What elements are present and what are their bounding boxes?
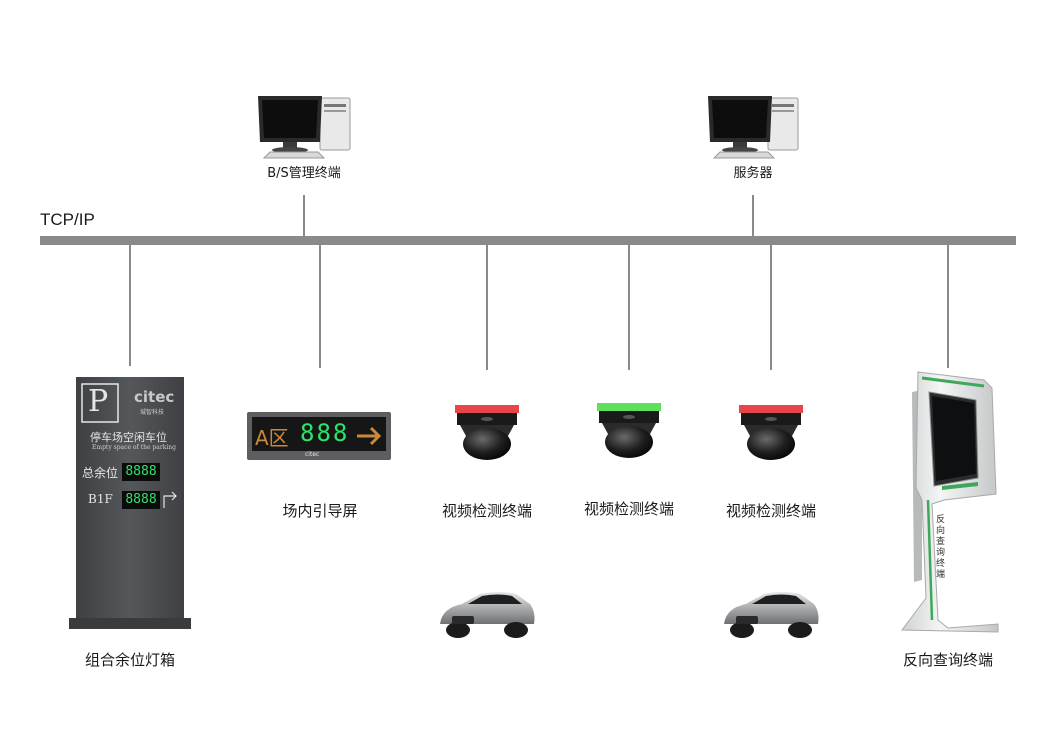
combo-sign-row2-value: 8888 [122, 491, 160, 509]
video-terminal-2-device [597, 403, 661, 458]
tcpip-label: TCP/IP [40, 210, 95, 229]
server-label: 服务器 [733, 166, 773, 181]
query-terminal-label: 反向查询终端 [902, 651, 994, 669]
tcpip-bus [40, 236, 1016, 245]
video-terminal-1-label: 视频检测终端 [441, 502, 533, 520]
parking-symbol: P [88, 384, 109, 419]
combo-sign-row1-label: 总余位 [82, 466, 119, 480]
car-2-icon [724, 592, 819, 638]
video-terminal-3-device [739, 405, 803, 460]
guide-screen-label: 场内引导屏 [282, 502, 358, 520]
combo-sign-brand-sub: 城智科技 [140, 409, 165, 416]
video-terminal-3-label: 视频检测终端 [725, 502, 817, 520]
guide-screen-zone: A区 [255, 426, 289, 450]
query-kiosk-body [901, 371, 999, 633]
video-terminal-2-label: 视频检测终端 [583, 500, 675, 518]
combo-sign-title-en: Empty space of the parking [92, 444, 176, 451]
combo-sign-label: 组合余位灯箱 [84, 651, 176, 669]
bs-terminal-label: B/S管理终端 [267, 166, 341, 181]
combo-sign-row2-label: B1F [88, 492, 113, 506]
combo-sign-brand: citec [134, 388, 175, 406]
server-pc-icon [708, 96, 799, 159]
video-terminal-1-device [455, 405, 519, 460]
guide-screen-brand: citec [305, 451, 320, 458]
bs-terminal-pc-icon [258, 96, 351, 159]
guide-screen-body [247, 412, 391, 460]
combo-sign-row1-value: 8888 [122, 463, 160, 481]
combo-sign-title-cn: 停车场空闲车位 [90, 431, 167, 444]
car-1-icon [440, 592, 535, 638]
guide-screen-value: 888 [300, 419, 350, 447]
query-kiosk-side-text: 反向查询终端 [934, 514, 944, 580]
